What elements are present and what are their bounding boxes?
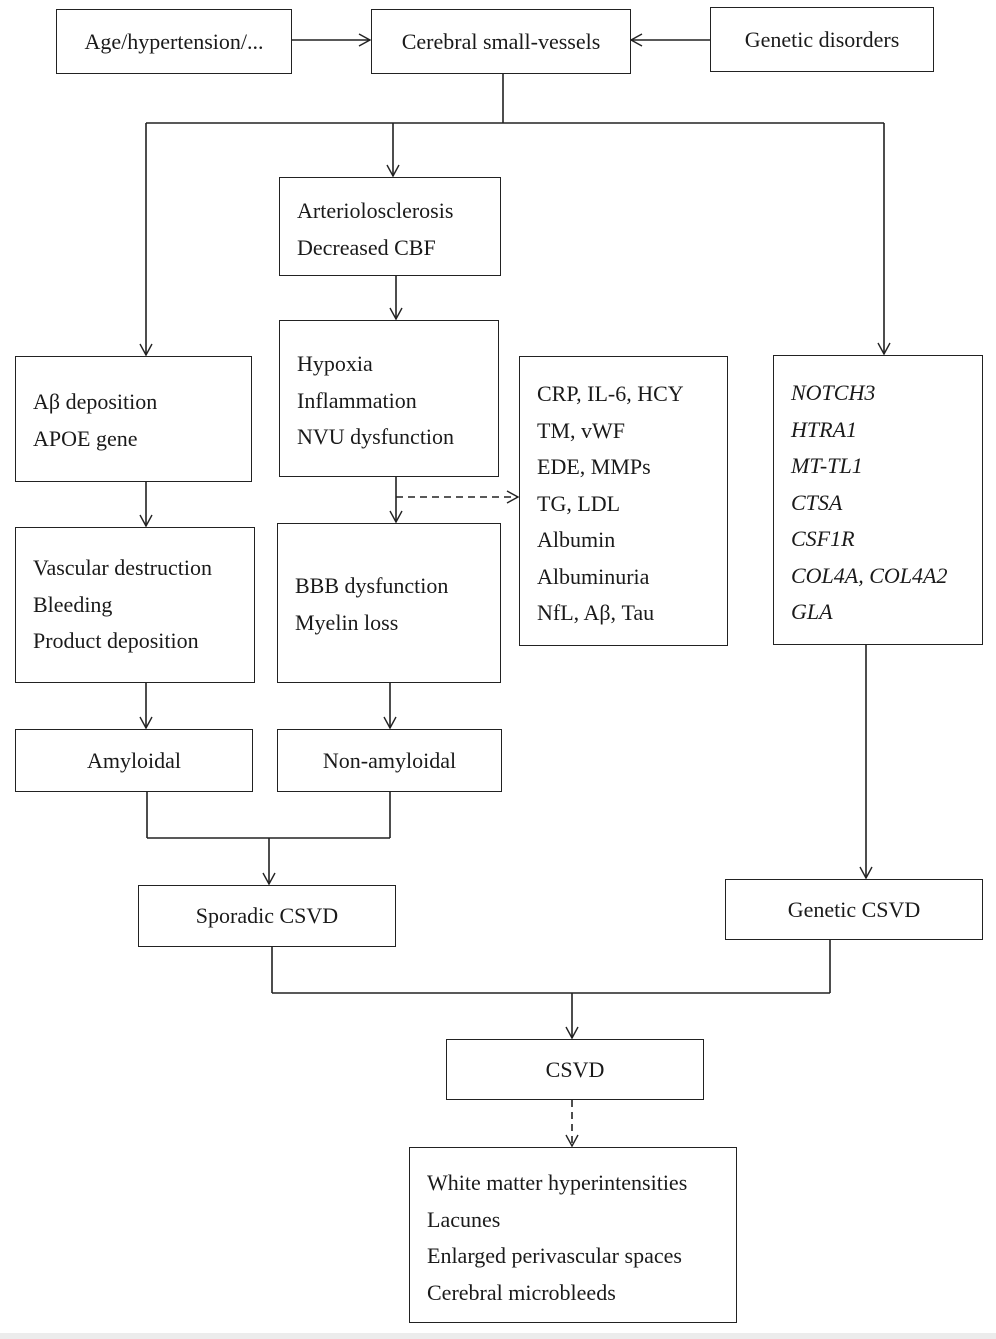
gene-line: GLA xyxy=(791,599,833,624)
sporadic-csvd-box: Sporadic CSVD xyxy=(138,885,396,947)
nvu-dysfunction-line: NVU dysfunction xyxy=(297,424,455,449)
white-matter-line: White matter hyperintensities xyxy=(427,1170,688,1195)
biomarker-line: NfL, Aβ, Tau xyxy=(537,600,655,625)
genetic-disorders-label: Genetic disorders xyxy=(744,26,900,52)
amyloidal-label: Amyloidal xyxy=(86,747,182,773)
gene-line: CTSA xyxy=(791,489,843,515)
decreased-cbf-line: Decreased CBF xyxy=(297,234,436,260)
gene-line: CSF1R xyxy=(791,526,855,551)
perivascular-line: Enlarged perivascular spaces xyxy=(427,1243,682,1268)
age-hypertension-box: Age/hypertension/... xyxy=(56,9,292,74)
gene-line: COL4A, COL4A2 xyxy=(791,562,948,588)
lacunes-line: Lacunes xyxy=(427,1206,501,1232)
hypoxia-box: Hypoxia Inflammation NVU dysfunction xyxy=(279,320,499,477)
gene-line: HTRA1 xyxy=(791,416,857,442)
abeta-deposition-box: Aβ deposition APOE gene xyxy=(15,356,252,482)
genetic-csvd-label: Genetic CSVD xyxy=(787,896,921,922)
arteriolosclerosis-box: Arteriolosclerosis Decreased CBF xyxy=(279,177,501,276)
cerebral-small-vessels-box: Cerebral small-vessels xyxy=(371,9,631,74)
bbb-dysfunction-line: BBB dysfunction xyxy=(295,573,449,598)
biomarker-line: TM, vWF xyxy=(537,417,625,443)
csvd-box: CSVD xyxy=(446,1039,704,1100)
vascular-destruction-box: Vascular destruction Bleeding Product de… xyxy=(15,527,255,683)
genetic-csvd-box: Genetic CSVD xyxy=(725,879,983,940)
genes-box: NOTCH3 HTRA1 MT-TL1 CTSA CSF1R COL4A, CO… xyxy=(773,355,983,645)
genetic-disorders-box: Genetic disorders xyxy=(710,7,934,72)
biomarkers-box: CRP, IL-6, HCY TM, vWF EDE, MMPs TG, LDL… xyxy=(519,356,728,646)
biomarker-line: Albuminuria xyxy=(537,563,650,589)
gene-line: NOTCH3 xyxy=(791,380,876,405)
biomarker-line: Albumin xyxy=(537,527,616,552)
bottom-strip xyxy=(0,1333,996,1339)
arteriolosclerosis-line: Arteriolosclerosis xyxy=(297,198,454,223)
gene-line: MT-TL1 xyxy=(791,453,863,478)
vascular-destruction-line: Vascular destruction xyxy=(33,555,212,580)
apoe-gene-line: APOE gene xyxy=(33,425,138,451)
bleeding-line: Bleeding xyxy=(33,591,113,617)
csvd-label: CSVD xyxy=(545,1056,605,1082)
biomarker-line: EDE, MMPs xyxy=(537,454,651,479)
biomarker-line: CRP, IL-6, HCY xyxy=(537,381,684,406)
hypoxia-line: Hypoxia xyxy=(297,351,373,376)
biomarker-line: TG, LDL xyxy=(537,490,621,516)
non-amyloidal-box: Non-amyloidal xyxy=(277,729,502,792)
imaging-outcomes-box: White matter hyperintensities Lacunes En… xyxy=(409,1147,737,1323)
non-amyloidal-label: Non-amyloidal xyxy=(322,747,457,773)
amyloidal-box: Amyloidal xyxy=(15,729,253,792)
myelin-loss-line: Myelin loss xyxy=(295,609,399,635)
inflammation-line: Inflammation xyxy=(297,387,417,413)
microbleeds-line: Cerebral microbleeds xyxy=(427,1279,616,1305)
age-hypertension-label: Age/hypertension/... xyxy=(84,28,264,54)
cerebral-small-vessels-label: Cerebral small-vessels xyxy=(401,28,601,54)
abeta-deposition-line: Aβ deposition xyxy=(33,389,158,414)
bbb-dysfunction-box: BBB dysfunction Myelin loss xyxy=(277,523,501,683)
sporadic-csvd-label: Sporadic CSVD xyxy=(195,903,339,928)
product-deposition-line: Product deposition xyxy=(33,628,199,653)
